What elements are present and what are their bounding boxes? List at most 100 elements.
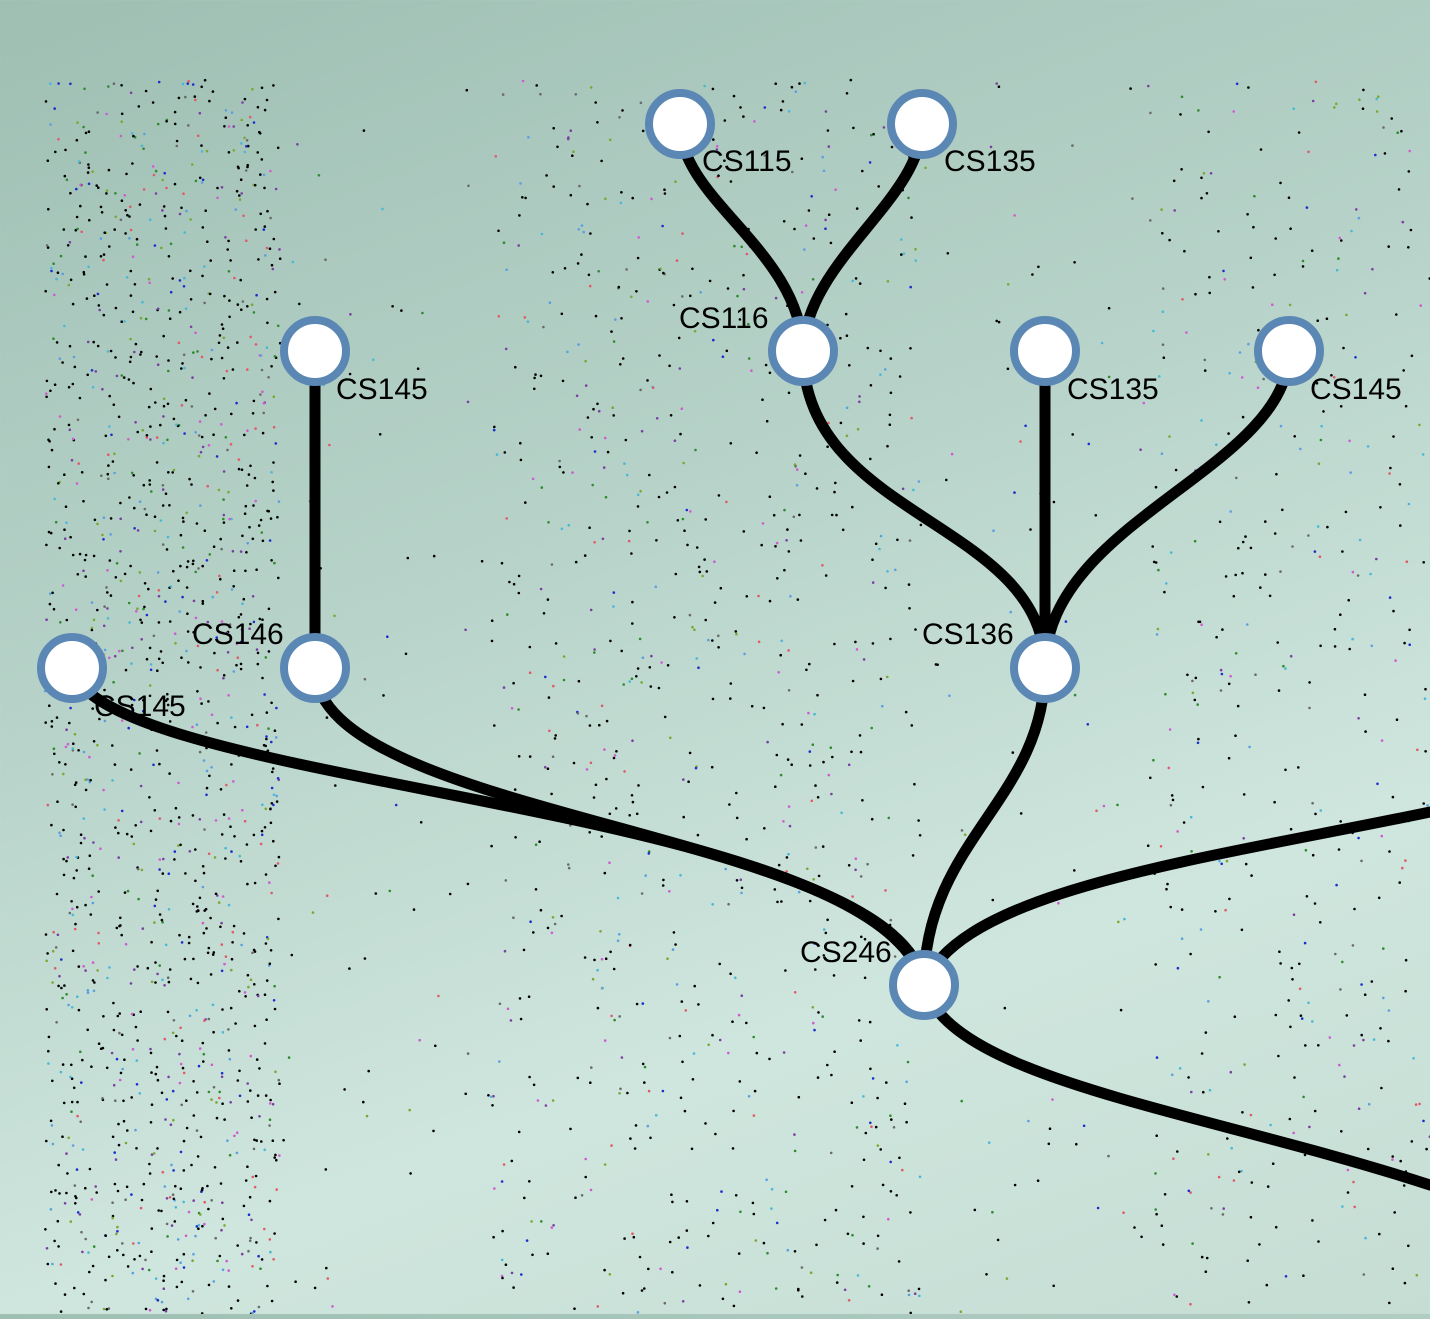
- node-cs135[interactable]: CS135: [887, 89, 1036, 178]
- scatter-dot: [881, 1183, 885, 1187]
- scatter-dot: [1416, 748, 1419, 752]
- scatter-dot: [129, 91, 133, 95]
- scatter-dot: [1363, 993, 1367, 996]
- scatter-dot: [75, 1168, 79, 1171]
- node-cs145[interactable]: CS145: [280, 316, 428, 406]
- scatter-dot: [518, 997, 522, 1000]
- scatter-dot: [624, 438, 628, 442]
- scatter-dot: [862, 1158, 866, 1162]
- scatter-dot: [274, 442, 278, 445]
- scatter-dot: [1355, 208, 1358, 211]
- scatter-dot: [1307, 1001, 1310, 1005]
- node-circle[interactable]: [280, 316, 350, 386]
- scatter-dot: [882, 126, 886, 129]
- scatter-dot: [1189, 1302, 1192, 1306]
- node-cs136[interactable]: CS136: [922, 618, 1080, 703]
- scatter-dot: [901, 487, 905, 491]
- scatter-dot: [167, 254, 171, 258]
- scatter-dot: [674, 943, 677, 946]
- node-circle[interactable]: [1010, 633, 1080, 703]
- scatter-dot: [874, 542, 878, 546]
- scatter-dot: [272, 237, 276, 241]
- scatter-dot: [112, 1083, 116, 1087]
- scatter-dot: [59, 1263, 63, 1266]
- scatter-dot: [822, 954, 826, 957]
- scatter-dot: [1223, 278, 1226, 281]
- scatter-dot: [742, 530, 746, 533]
- scatter-dot: [1205, 192, 1209, 195]
- scatter-dot: [1404, 989, 1407, 993]
- scatter-dot: [262, 228, 266, 231]
- scatter-dot: [181, 1066, 185, 1070]
- scatter-dot: [149, 668, 153, 672]
- scatter-dot: [533, 376, 536, 380]
- scatter-dot: [120, 199, 124, 202]
- node-circle[interactable]: [645, 89, 715, 159]
- scatter-dot: [1146, 844, 1150, 847]
- scatter-dot: [1366, 445, 1370, 448]
- node-cs135-second[interactable]: CS135: [1010, 316, 1159, 406]
- scatter-dot: [907, 196, 910, 200]
- scatter-dot: [745, 1021, 748, 1025]
- scatter-dot: [788, 824, 792, 828]
- scatter-dot: [907, 1289, 910, 1292]
- node-cs116[interactable]: CS116: [679, 302, 838, 386]
- scatter-dot: [1237, 546, 1240, 550]
- scatter-dot: [99, 254, 103, 258]
- scatter-dot: [334, 784, 337, 787]
- scatter-dot: [131, 1047, 135, 1051]
- scatter-dot: [1075, 1142, 1078, 1146]
- scatter-dot: [1398, 483, 1402, 486]
- scatter-dot: [1408, 149, 1411, 153]
- scatter-dot: [221, 1031, 225, 1034]
- node-cs246[interactable]: CS246: [800, 936, 959, 1020]
- scatter-dot: [1277, 1054, 1280, 1058]
- scatter-dot: [1339, 613, 1342, 616]
- scatter-dot: [246, 124, 249, 127]
- scatter-dot: [270, 701, 273, 705]
- scatter-dot: [832, 974, 836, 977]
- scatter-dot: [1208, 275, 1211, 279]
- scatter-dot: [217, 901, 221, 904]
- scatter-dot: [67, 1003, 70, 1007]
- scatter-dot: [57, 138, 60, 141]
- scatter-dot: [1152, 758, 1155, 762]
- scatter-dot: [271, 770, 274, 774]
- node-cs145-right[interactable]: CS145: [1254, 316, 1402, 406]
- node-circle[interactable]: [1010, 316, 1080, 386]
- scatter-dot: [608, 861, 611, 864]
- scatter-dot: [673, 485, 677, 489]
- scatter-dot: [530, 1220, 533, 1223]
- scatter-dot: [1357, 216, 1361, 220]
- scatter-dot: [111, 744, 114, 747]
- scatter-dot: [574, 93, 578, 96]
- scatter-dot: [203, 1200, 206, 1204]
- scatter-dot: [161, 661, 164, 665]
- scatter-dot: [1360, 1033, 1363, 1037]
- scatter-dot: [216, 1259, 219, 1263]
- scatter-dot: [161, 872, 165, 875]
- scatter-dot: [102, 538, 105, 541]
- scatter-dot: [207, 700, 210, 703]
- node-cs145-left[interactable]: CS145: [37, 633, 186, 723]
- node-circle[interactable]: [889, 950, 959, 1020]
- node-circle[interactable]: [37, 633, 107, 703]
- node-circle[interactable]: [280, 633, 350, 703]
- scatter-dot: [1172, 1157, 1175, 1160]
- scatter-dot: [811, 743, 815, 746]
- scatter-dot: [1234, 734, 1237, 737]
- scatter-dot: [169, 242, 173, 246]
- node-circle[interactable]: [768, 316, 838, 386]
- node-circle[interactable]: [1254, 316, 1324, 386]
- node-cs146[interactable]: CS146: [192, 618, 350, 703]
- scatter-dot: [153, 529, 157, 533]
- scatter-dot: [834, 1208, 838, 1212]
- scatter-dot: [130, 1012, 134, 1016]
- node-circle[interactable]: [887, 89, 957, 159]
- scatter-dot: [1168, 728, 1172, 731]
- scatter-dot: [578, 184, 581, 188]
- node-cs115[interactable]: CS115: [645, 89, 792, 178]
- scatter-dot: [237, 615, 241, 619]
- scatter-dot: [693, 329, 697, 333]
- scatter-dot: [1400, 129, 1403, 133]
